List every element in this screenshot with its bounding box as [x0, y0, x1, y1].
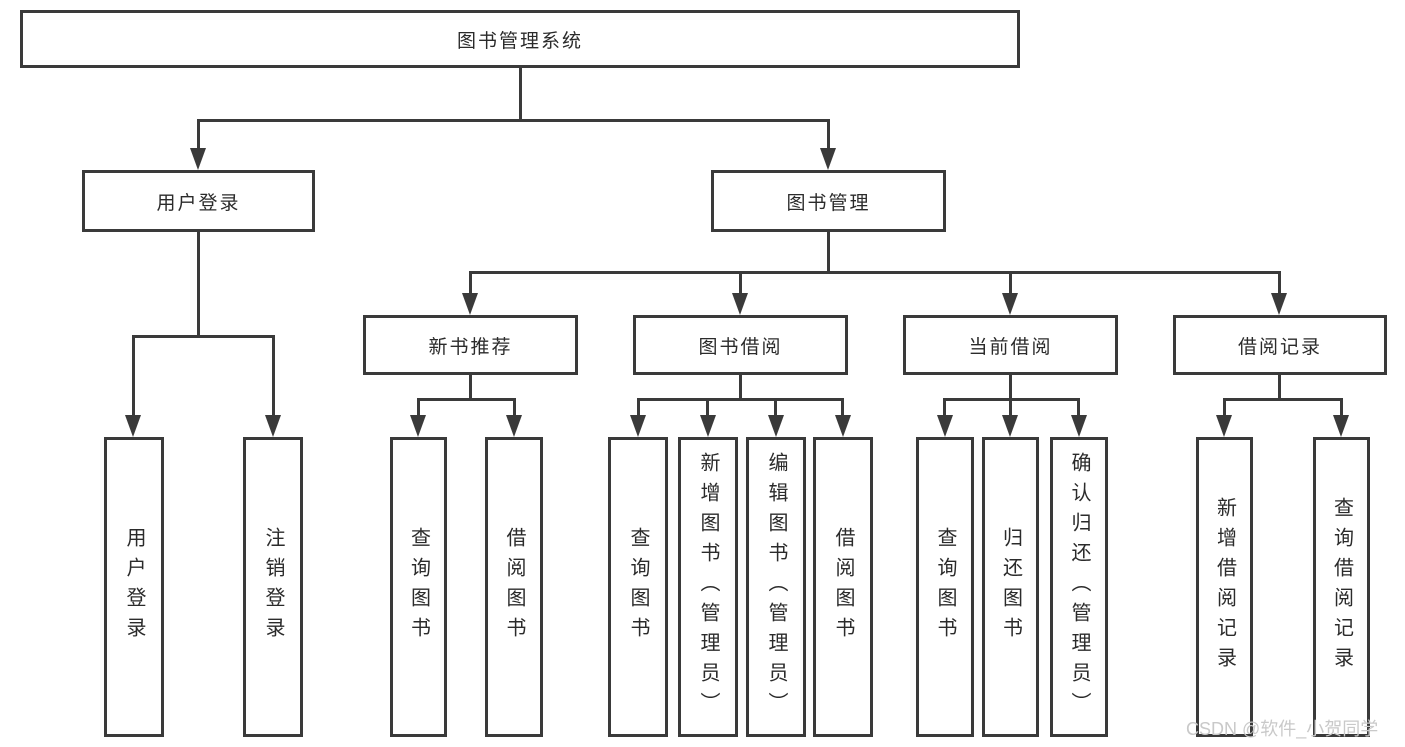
leaf-br-query-record: 查询借阅记录	[1313, 437, 1370, 737]
leaf-cb-query-books: 查询图书	[916, 437, 974, 737]
connector-line	[469, 375, 472, 400]
connector-line	[132, 335, 275, 338]
arrow-down-icon	[835, 415, 851, 437]
arrow-down-icon	[190, 148, 206, 170]
leaf-nbr-borrow-books-label: 借阅图书	[503, 527, 525, 647]
arrow-down-icon	[462, 293, 478, 315]
node-root-system: 图书管理系统	[20, 10, 1020, 68]
connector-line	[1009, 398, 1012, 417]
leaf-nbr-borrow-books: 借阅图书	[485, 437, 543, 737]
leaf-cb-confirm-return: 确认归还（管理员）	[1050, 437, 1108, 737]
arrow-down-icon	[1002, 293, 1018, 315]
arrow-down-icon	[265, 415, 281, 437]
leaf-br-query-record-label: 查询借阅记录	[1330, 497, 1353, 677]
arrow-down-icon	[768, 415, 784, 437]
leaf-logout: 注销登录	[243, 437, 303, 737]
connector-line	[417, 398, 420, 417]
node-current-borrowing: 当前借阅	[903, 315, 1118, 375]
leaf-bb-borrow-books: 借阅图书	[813, 437, 873, 737]
connector-line	[1009, 271, 1012, 295]
node-book-management: 图书管理	[711, 170, 946, 232]
leaf-br-add-record: 新增借阅记录	[1196, 437, 1253, 737]
arrow-down-icon	[1002, 415, 1018, 437]
csdn-watermark: CSDN @软件_小贺同学	[1186, 719, 1379, 739]
node-current-borrowing-label: 当前借阅	[968, 336, 1053, 358]
leaf-cb-confirm-return-label: 确认归还（管理员）	[1068, 452, 1090, 722]
node-new-book-recommend: 新书推荐	[363, 315, 578, 375]
arrow-down-icon	[820, 148, 836, 170]
arrow-down-icon	[1216, 415, 1232, 437]
leaf-user-login-label: 用户登录	[123, 527, 145, 647]
arrow-down-icon	[630, 415, 646, 437]
connector-line	[706, 398, 709, 417]
connector-line	[1223, 398, 1226, 417]
connector-line	[827, 119, 830, 150]
connector-line	[774, 398, 777, 417]
connector-line	[943, 398, 946, 417]
connector-line	[1223, 398, 1343, 401]
connector-line	[637, 398, 640, 417]
leaf-cb-return-books-label: 归还图书	[999, 527, 1022, 647]
connector-line	[1077, 398, 1080, 417]
leaf-bb-query-books-label: 查询图书	[627, 527, 649, 647]
arrow-down-icon	[700, 415, 716, 437]
node-borrowing-records: 借阅记录	[1173, 315, 1387, 375]
connector-line	[417, 398, 516, 401]
node-new-book-recommend-label: 新书推荐	[428, 336, 513, 358]
arrow-down-icon	[506, 415, 522, 437]
leaf-nbr-query-books-label: 查询图书	[407, 527, 430, 647]
arrow-down-icon	[1071, 415, 1087, 437]
node-book-borrowing-label: 图书借阅	[698, 336, 783, 358]
arrow-down-icon	[410, 415, 426, 437]
arrow-down-icon	[1271, 293, 1287, 315]
arrow-down-icon	[937, 415, 953, 437]
connector-line	[827, 232, 830, 273]
arrow-down-icon	[732, 293, 748, 315]
connector-line	[197, 119, 830, 122]
leaf-bb-edit-books-label: 编辑图书（管理员）	[765, 452, 787, 722]
connector-line	[637, 398, 844, 401]
node-borrowing-records-label: 借阅记录	[1237, 336, 1322, 358]
leaf-bb-add-books-label: 新增图书（管理员）	[697, 452, 719, 722]
connector-line	[739, 375, 742, 400]
leaf-cb-return-books: 归还图书	[982, 437, 1039, 737]
arrow-down-icon	[125, 415, 141, 437]
connector-line	[1009, 375, 1012, 400]
connector-line	[1278, 271, 1281, 295]
leaf-bb-edit-books: 编辑图书（管理员）	[746, 437, 806, 737]
connector-line	[519, 68, 522, 121]
node-root-system-label: 图书管理系统	[456, 30, 583, 52]
connector-line	[469, 271, 1281, 274]
leaf-bb-add-books: 新增图书（管理员）	[678, 437, 738, 737]
connector-line	[1278, 375, 1281, 400]
node-user-login: 用户登录	[82, 170, 315, 232]
connector-line	[739, 271, 742, 295]
node-book-borrowing: 图书借阅	[633, 315, 848, 375]
connector-line	[132, 335, 135, 417]
leaf-logout-label: 注销登录	[262, 527, 284, 647]
connector-line	[272, 335, 275, 417]
leaf-br-add-record-label: 新增借阅记录	[1213, 497, 1236, 677]
leaf-nbr-query-books: 查询图书	[390, 437, 447, 737]
connector-line	[469, 271, 472, 295]
leaf-bb-borrow-books-label: 借阅图书	[832, 527, 854, 647]
node-user-login-label: 用户登录	[156, 192, 241, 214]
leaf-cb-query-books-label: 查询图书	[934, 527, 956, 647]
connector-line	[1340, 398, 1343, 417]
leaf-bb-query-books: 查询图书	[608, 437, 668, 737]
connector-line	[513, 398, 516, 417]
connector-line	[197, 119, 200, 150]
connector-line	[197, 232, 200, 337]
leaf-user-login: 用户登录	[104, 437, 164, 737]
connector-line	[841, 398, 844, 417]
arrow-down-icon	[1333, 415, 1349, 437]
node-book-management-label: 图书管理	[786, 192, 871, 214]
